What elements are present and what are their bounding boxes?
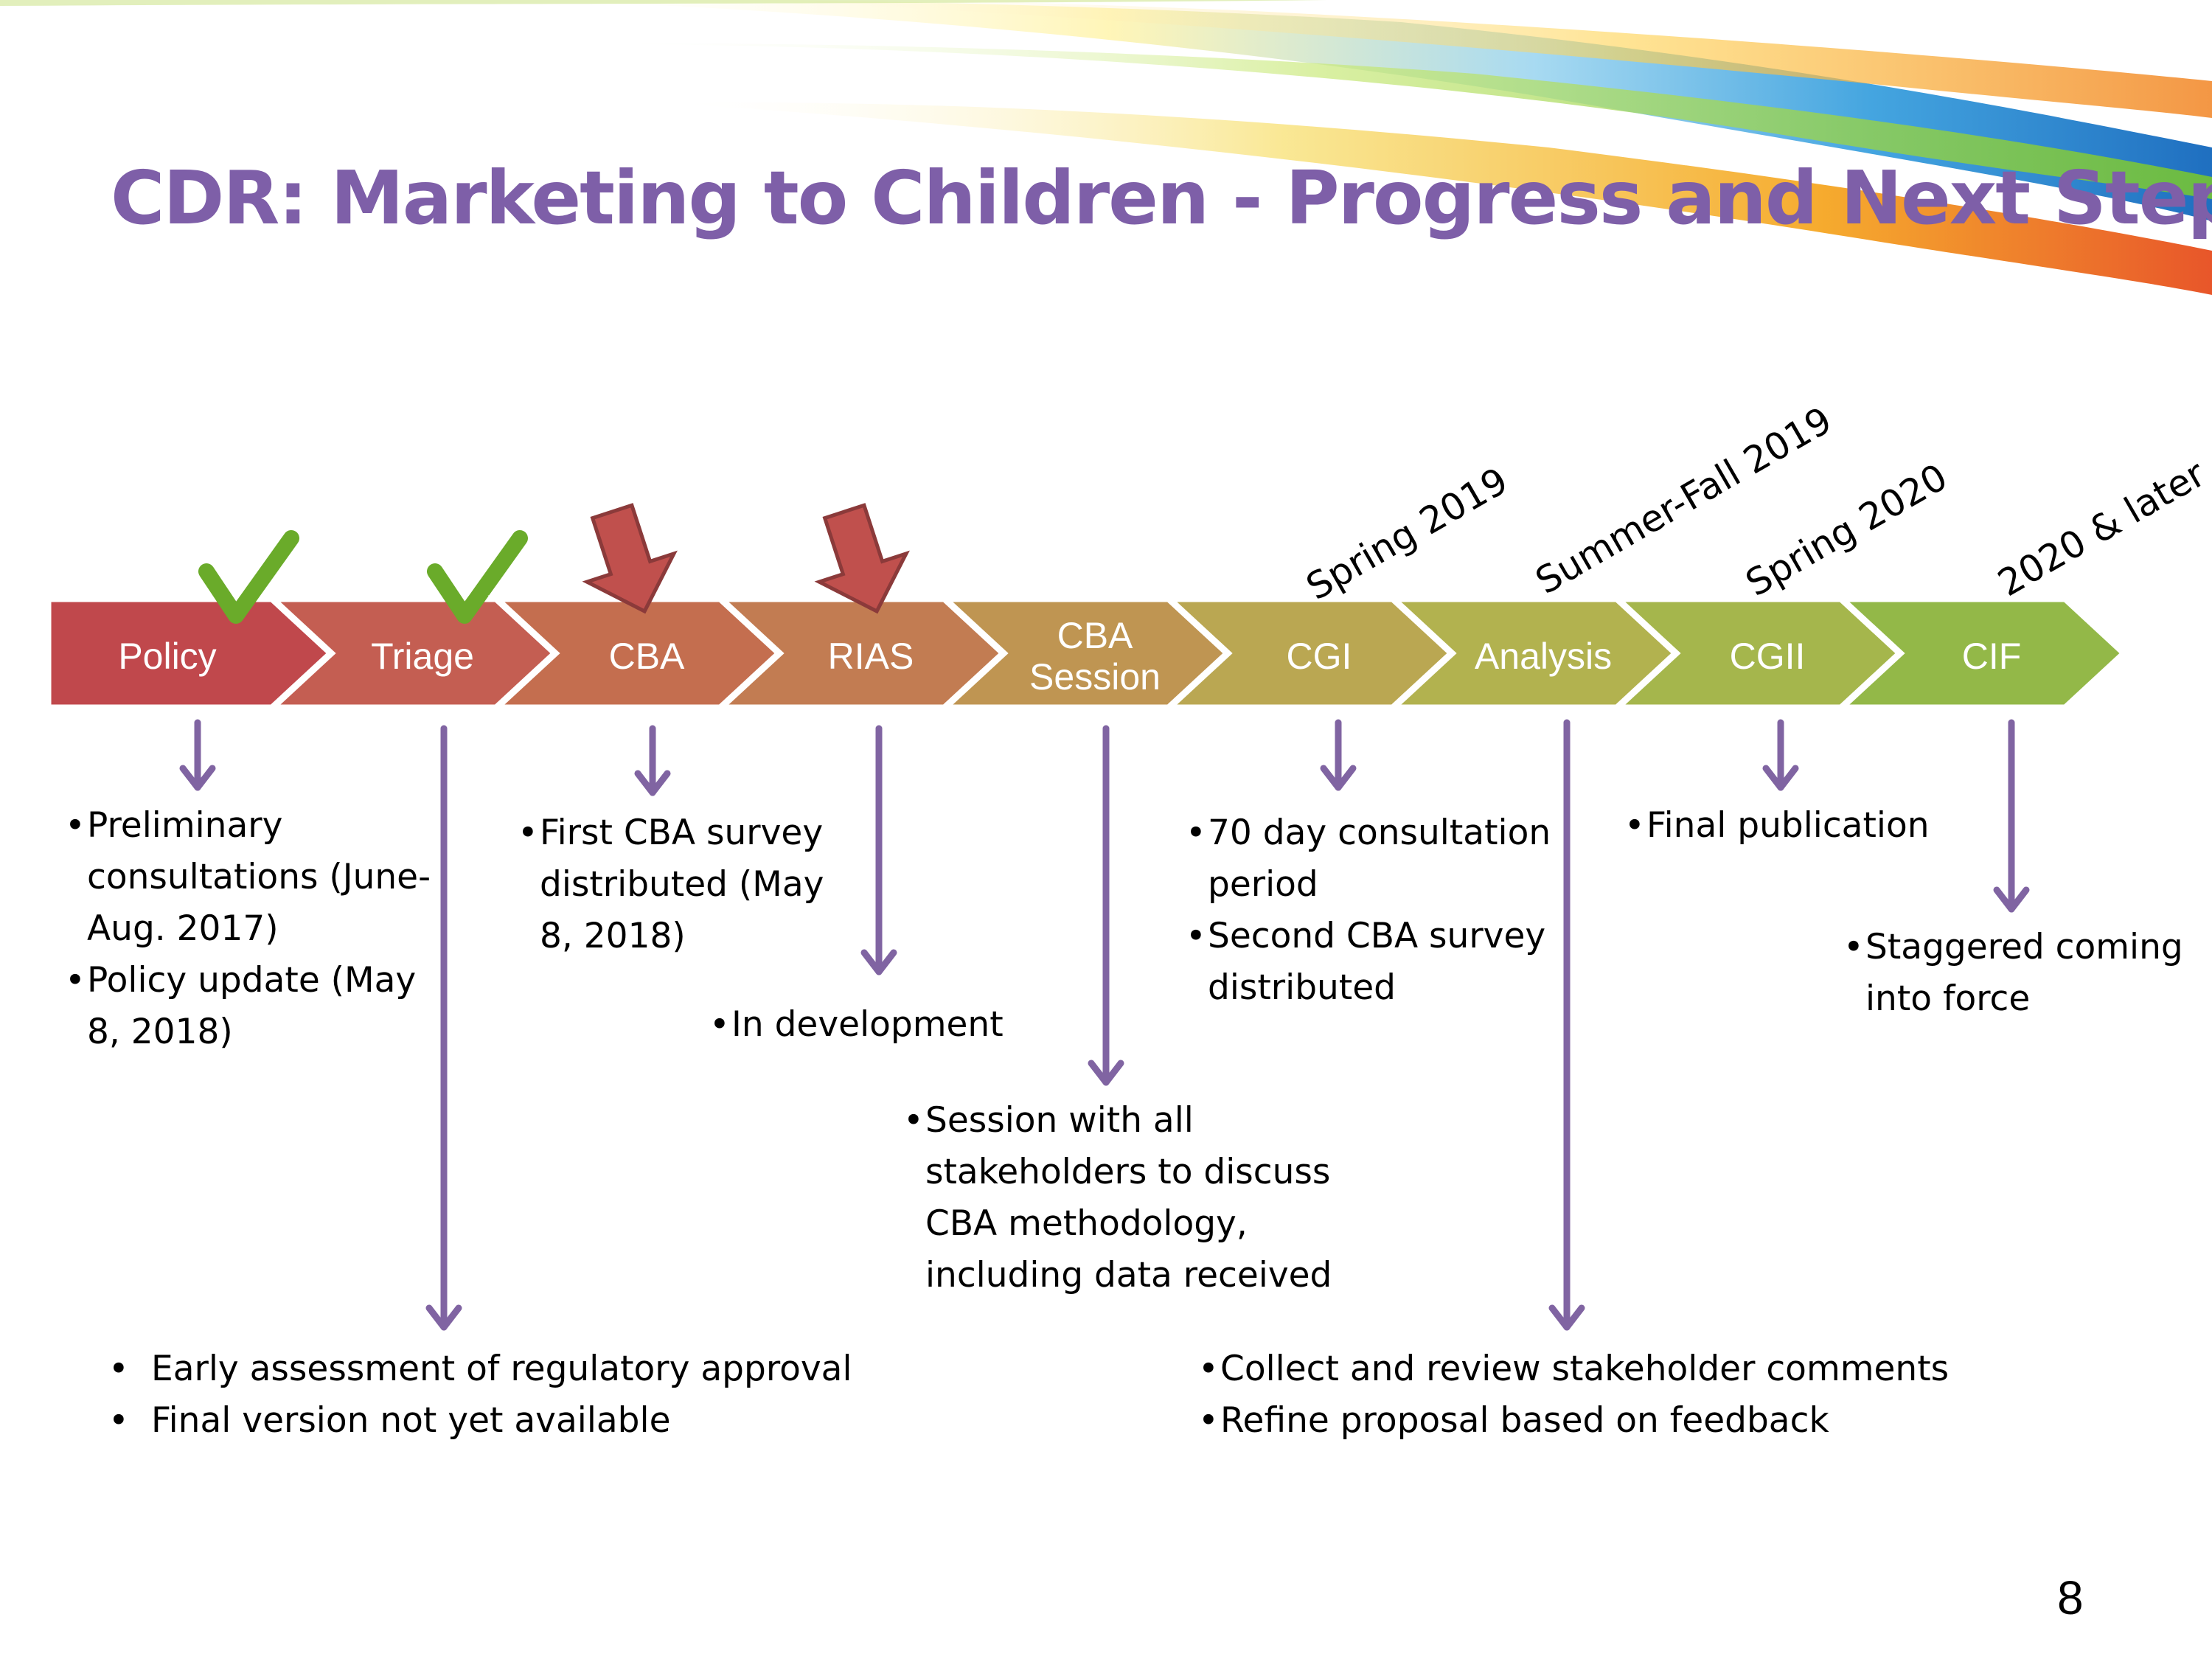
connector-arrow: [1762, 719, 1799, 791]
note-item: Final publication: [1624, 800, 2037, 852]
note-item: Staggered coming into force: [1843, 922, 2197, 1025]
stage-label: CBA: [608, 636, 685, 677]
note-triage: Early assessment of regulatory approval …: [107, 1343, 992, 1447]
connector-arrow: [179, 719, 216, 791]
stage-label: CBA Session: [1029, 615, 1161, 698]
stage-label: Policy: [118, 636, 217, 677]
connector-arrow: [634, 725, 671, 796]
note-rias: In development: [709, 999, 1063, 1051]
connector-arrow: [1088, 725, 1124, 1086]
stage-label: CGI: [1286, 636, 1352, 677]
checkmark-icon: [198, 530, 299, 624]
note-item: In development: [709, 999, 1063, 1051]
note-item: First CBA survey distributed (May 8, 201…: [518, 807, 857, 962]
note-item: Final version not yet available: [107, 1395, 992, 1447]
connector-arrow: [1320, 719, 1357, 791]
note-item: Session with all stakeholders to discuss…: [903, 1095, 1346, 1301]
note-item: Preliminary consultations (June- Aug. 20…: [65, 800, 448, 955]
note-item: Refine proposal based on feedback: [1198, 1395, 2083, 1447]
note-item: Policy update (May 8, 2018): [65, 955, 448, 1058]
stage-label: RIAS: [827, 636, 914, 677]
slide-title: CDR: Marketing to Children - Progress an…: [111, 155, 2212, 241]
connector-arrow: [860, 725, 897, 975]
note-cba: First CBA survey distributed (May 8, 201…: [518, 807, 857, 962]
note-cif: Staggered coming into force: [1843, 922, 2197, 1025]
checkmark-icon: [427, 530, 528, 624]
stage-chevron: [1832, 595, 2129, 712]
stage-label: CIF: [1961, 636, 2022, 677]
note-cgi: 70 day consultation period Second CBA su…: [1186, 807, 1569, 1014]
stage-label: Triage: [371, 636, 474, 677]
down-arrow-icon: [814, 503, 910, 614]
down-arrow-icon: [582, 503, 678, 614]
stage-label: CGII: [1729, 636, 1806, 677]
stage-label: Analysis: [1474, 636, 1613, 677]
note-item: 70 day consultation period: [1186, 807, 1569, 911]
note-item: Collect and review stakeholder comments: [1198, 1343, 2083, 1395]
note-cba-session: Session with all stakeholders to discuss…: [903, 1095, 1346, 1301]
note-item: Second CBA survey distributed: [1186, 911, 1569, 1014]
note-cgii: Final publication: [1624, 800, 2037, 852]
note-analysis: Collect and review stakeholder comments …: [1198, 1343, 2083, 1447]
page-number: 8: [2057, 1571, 2084, 1624]
note-policy: Preliminary consultations (June- Aug. 20…: [65, 800, 448, 1058]
decorative-banner: [0, 0, 2212, 296]
note-item: Early assessment of regulatory approval: [107, 1343, 992, 1395]
